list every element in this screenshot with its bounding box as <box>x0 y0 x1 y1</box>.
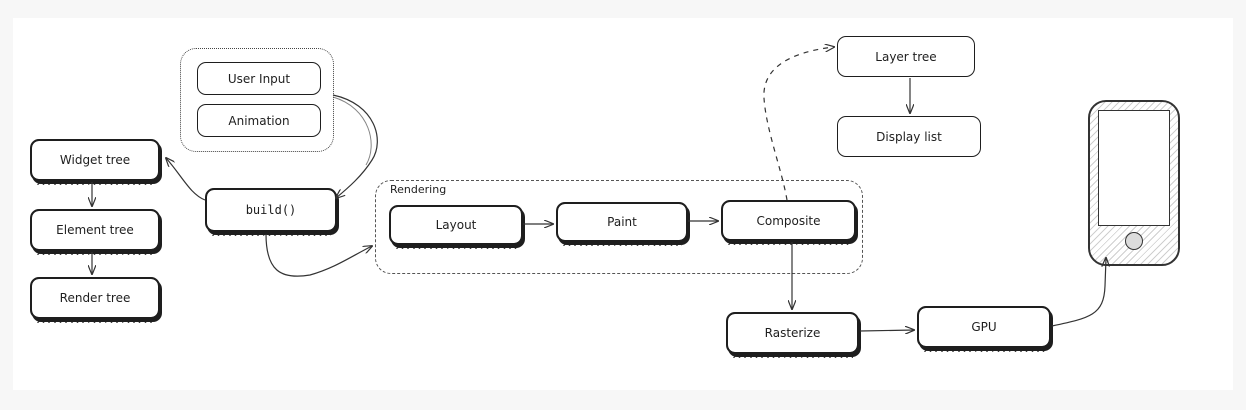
phone-screen <box>1098 110 1170 226</box>
hatch-decoration <box>211 231 331 236</box>
paint-label: Paint <box>607 215 637 229</box>
hatch-decoration <box>36 250 154 255</box>
paint-node[interactable]: Paint <box>556 202 688 246</box>
user-input-label: User Input <box>227 71 291 86</box>
rendering-group <box>375 180 863 274</box>
composite-node[interactable]: Composite <box>721 200 856 245</box>
layout-node[interactable]: Layout <box>389 205 523 249</box>
rendering-group-label: Rendering <box>390 183 447 196</box>
composite-label: Composite <box>756 213 821 228</box>
build-node[interactable]: build() <box>205 188 337 236</box>
hatch-decoration <box>562 241 682 246</box>
render-tree-label: Render tree <box>59 291 131 305</box>
layer-tree-node[interactable]: Layer tree <box>837 36 975 77</box>
animation-node[interactable]: Animation <box>197 104 321 137</box>
gpu-node[interactable]: GPU <box>917 306 1051 352</box>
rasterize-label: Rasterize <box>764 326 821 340</box>
hatch-decoration <box>923 347 1045 352</box>
rasterize-node[interactable]: Rasterize <box>726 312 859 358</box>
hatch-decoration <box>732 353 853 358</box>
animation-label: Animation <box>228 113 290 128</box>
gpu-label: GPU <box>971 320 997 334</box>
element-tree-label: Element tree <box>56 223 134 237</box>
display-list-label: Display list <box>876 129 942 144</box>
hatch-decoration <box>36 180 154 185</box>
build-label: build() <box>245 203 297 217</box>
display-list-node[interactable]: Display list <box>837 116 981 157</box>
render-tree-node[interactable]: Render tree <box>30 277 160 323</box>
hatch-decoration <box>36 318 154 323</box>
widget-tree-node[interactable]: Widget tree <box>30 139 160 185</box>
user-input-node[interactable]: User Input <box>197 62 321 95</box>
widget-tree-label: Widget tree <box>59 153 131 167</box>
layout-label: Layout <box>435 218 477 232</box>
hatch-decoration <box>727 240 850 245</box>
smartphone-icon <box>1088 100 1180 266</box>
phone-home-button-icon <box>1125 232 1143 250</box>
element-tree-node[interactable]: Element tree <box>30 209 160 255</box>
layer-tree-label: Layer tree <box>875 49 937 64</box>
hatch-decoration <box>395 244 517 249</box>
